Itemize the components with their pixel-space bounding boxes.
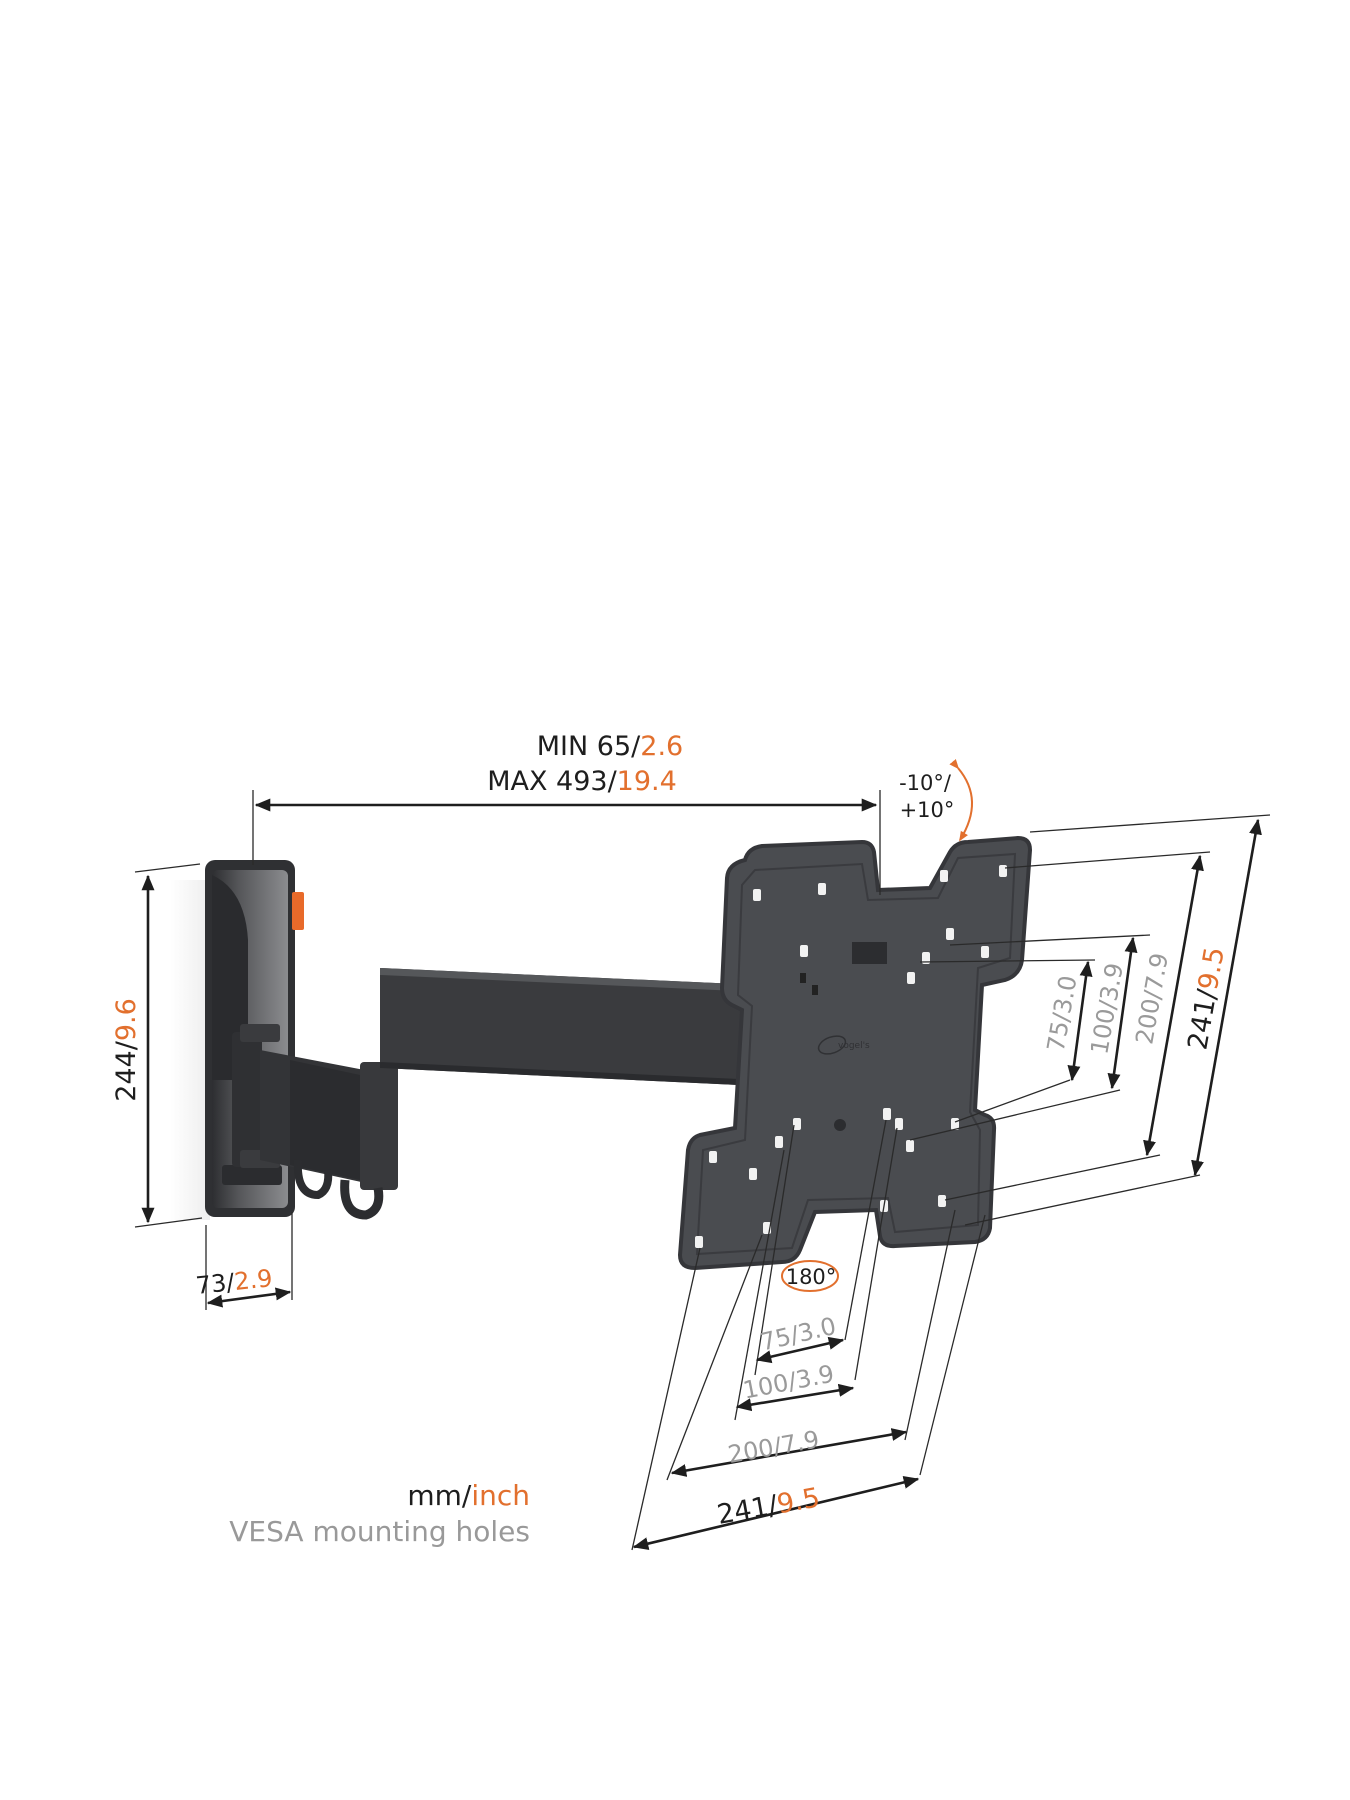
arm-extension-label: MIN 65/2.6 MAX 493/19.4 bbox=[487, 731, 683, 797]
svg-text:241/9.5: 241/9.5 bbox=[1182, 945, 1231, 1052]
units-label: mm/inch bbox=[160, 1478, 530, 1514]
svg-text:200/7.9: 200/7.9 bbox=[1130, 951, 1174, 1047]
wall-plate-height-label: 244/9.6 bbox=[111, 998, 142, 1102]
swing-arm bbox=[232, 968, 760, 1220]
units-legend: mm/inch VESA mounting holes bbox=[160, 1478, 530, 1550]
mm-unit: mm/ bbox=[407, 1479, 472, 1512]
rotation-label: 180° bbox=[786, 1265, 837, 1289]
orange-lock-tab bbox=[292, 892, 304, 930]
tilt-label: -10°/ +10° bbox=[899, 771, 954, 822]
svg-text:vogel's: vogel's bbox=[838, 1041, 870, 1051]
vesa-vertical-labels: 75/3.0 100/3.9 200/7.9 241/9.5 bbox=[1042, 945, 1231, 1057]
vesa-note: VESA mounting holes bbox=[229, 1515, 530, 1548]
wall-plate-depth-label: 73/2.9 bbox=[195, 1264, 274, 1300]
svg-text:+10°: +10° bbox=[900, 798, 955, 822]
svg-text:180°: 180° bbox=[786, 1265, 837, 1289]
svg-text:-10°/: -10°/ bbox=[899, 771, 952, 795]
svg-text:73/2.9: 73/2.9 bbox=[195, 1264, 274, 1300]
dimension-lines bbox=[134, 758, 1271, 1551]
tilt-arrow-icon bbox=[949, 758, 973, 842]
svg-text:MIN 65/2.6: MIN 65/2.6 bbox=[537, 731, 683, 762]
vogels-logo: vogel's bbox=[817, 1035, 870, 1055]
inch-unit: inch bbox=[471, 1479, 530, 1512]
svg-text:241/9.5: 241/9.5 bbox=[715, 1482, 822, 1531]
vesa-plate: vogel's bbox=[677, 835, 1033, 1271]
svg-text:244/9.6: 244/9.6 bbox=[111, 998, 142, 1102]
svg-text:MAX 493/19.4: MAX 493/19.4 bbox=[487, 766, 677, 797]
svg-text:200/7.9: 200/7.9 bbox=[726, 1425, 822, 1469]
vesa-holes bbox=[695, 865, 1007, 1248]
rotation-arrow-icon bbox=[781, 1260, 839, 1292]
